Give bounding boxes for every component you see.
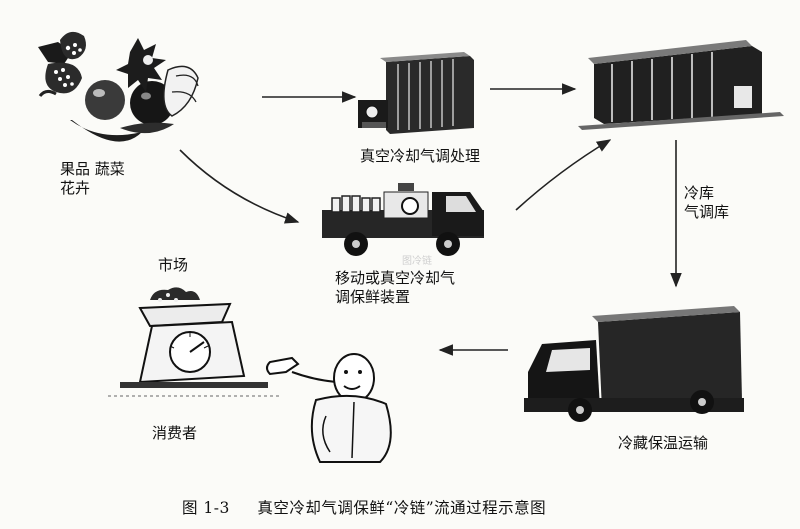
label-mobile-unit-line1: 移动或真空冷却气: [335, 269, 456, 287]
label-fruits-vegetables: 果品 蔬菜: [60, 160, 125, 178]
cold-storage-warehouse-icon: [578, 40, 784, 130]
refrigerated-truck-icon: [524, 306, 744, 422]
figure-caption-text: 真空冷却气调保鲜“冷链”流通过程示意图: [257, 499, 547, 517]
arrow-produce-to-truck: [179, 149, 300, 224]
label-vacuum-treatment: 真空冷却气调处理: [360, 147, 481, 165]
vacuum-cooling-chamber-icon: [358, 52, 474, 134]
label-mobile-unit-line2: 调保鲜装置: [335, 288, 411, 306]
market-scale-icon: [108, 287, 280, 397]
figure-caption: 图 1-3 真空冷却气调保鲜“冷链”流通过程示意图: [182, 496, 546, 518]
watermark: 图冷链: [402, 256, 432, 267]
label-ca-storage: 气调库: [684, 203, 730, 221]
label-refrigerated-transport: 冷藏保温运输: [618, 434, 709, 452]
mobile-cooling-truck-icon: [322, 183, 484, 256]
label-market: 市场: [158, 256, 189, 274]
arrow-truck-to-storage: [515, 139, 612, 211]
label-consumer: 消费者: [152, 424, 198, 442]
flow-arrows: [179, 83, 682, 356]
fruits-vegetables-flowers-icon: [38, 31, 199, 142]
label-flowers: 花卉: [60, 179, 91, 197]
label-cold-storage: 冷库: [684, 184, 715, 202]
consumer-figure-icon: [266, 353, 392, 463]
figure-number: 图 1-3: [182, 499, 230, 517]
